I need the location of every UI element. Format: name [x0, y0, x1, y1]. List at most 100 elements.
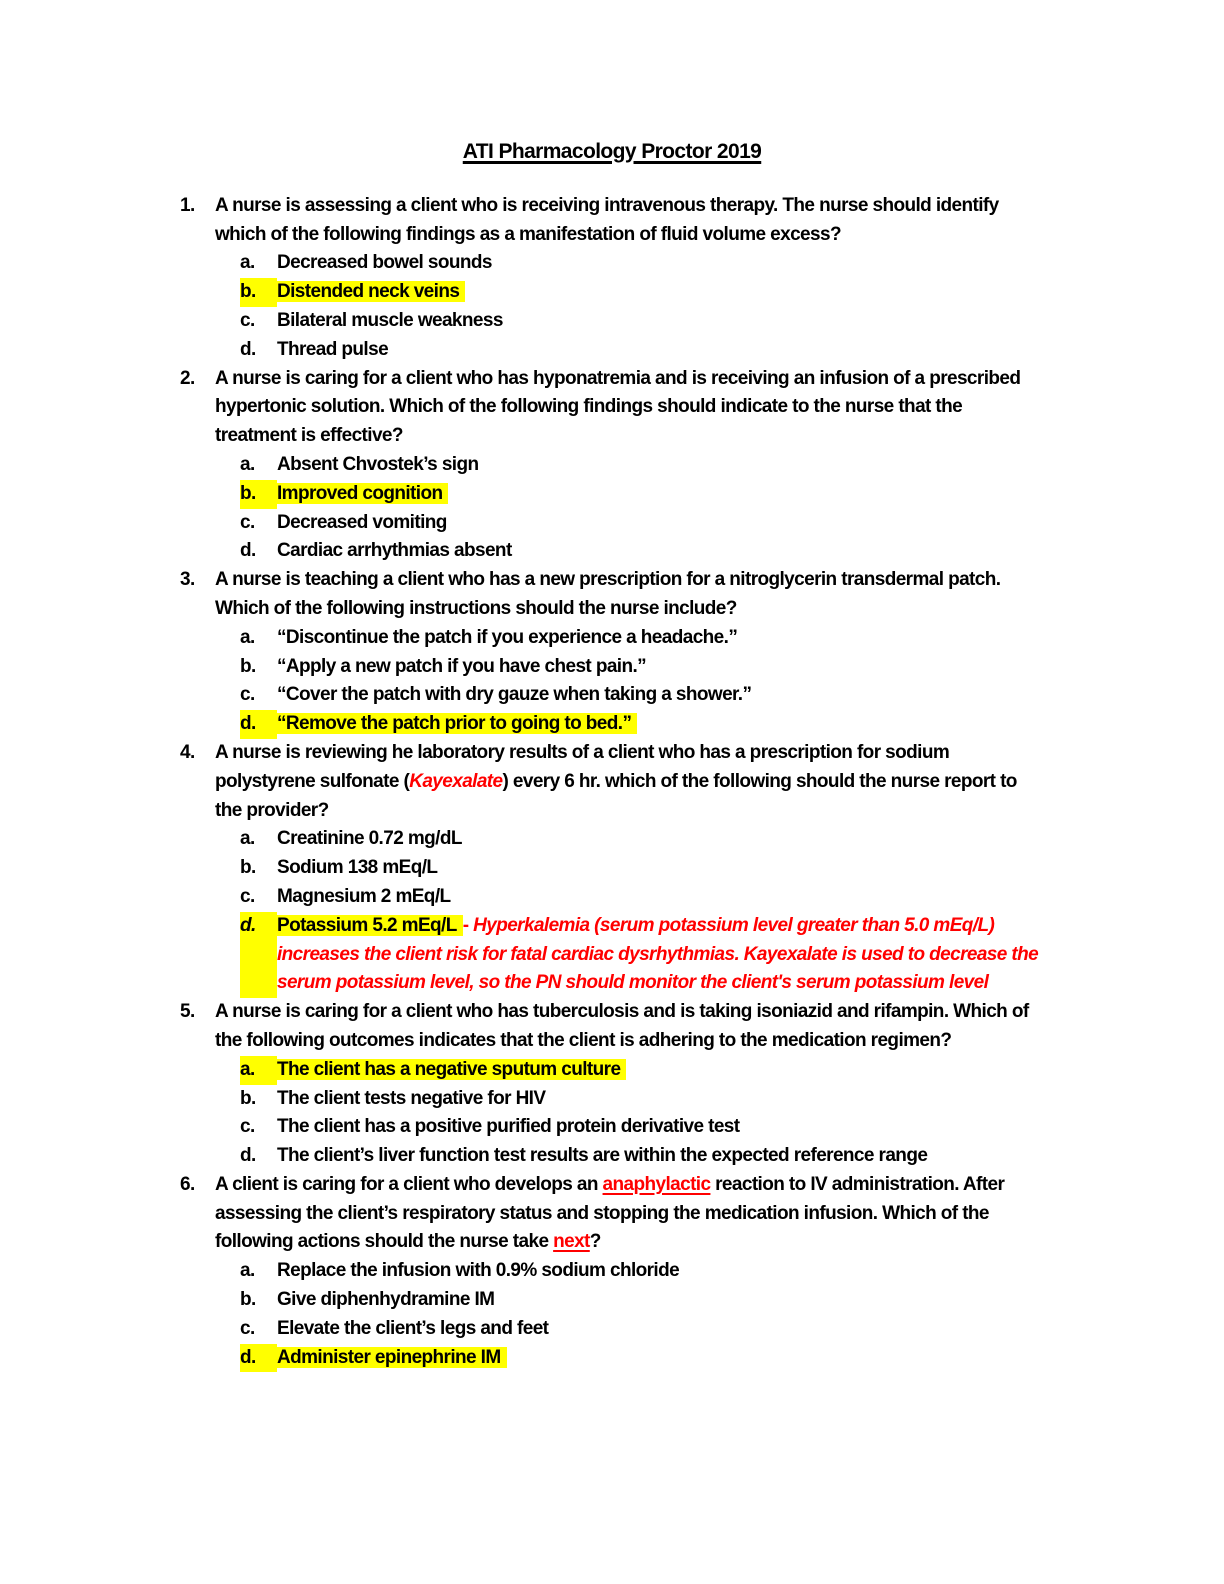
question-item: 6. A client is caring for a client who de…: [180, 1171, 1224, 1373]
text-segment: ) every 6 hr. which of the following sho…: [215, 770, 1017, 821]
text-segment: “Remove the patch prior to going to bed.…: [277, 713, 638, 735]
text-segment: A nurse is caring for a client who has t…: [215, 1001, 1029, 1051]
text-segment: Cardiac arrhythmias absent: [277, 540, 512, 562]
text-segment: Absent Chvostek’s sign: [277, 453, 479, 475]
option-item: c. Decreased vomiting: [240, 509, 1175, 538]
question-item: 1. A nurse is assessing a client who is r…: [180, 192, 1224, 365]
option-text: Cardiac arrhythmias absent: [277, 537, 512, 566]
question-item: 5. A nurse is caring for a client who has…: [180, 998, 1224, 1171]
question-number: 2.: [180, 367, 195, 389]
text-segment: next: [553, 1231, 590, 1253]
text-segment: “Discontinue the patch if you experience…: [277, 626, 738, 648]
text-segment: Kayexalate: [409, 770, 503, 792]
option-item: a. Absent Chvostek’s sign: [240, 451, 1175, 480]
questions-list: 1. A nurse is assessing a client who is r…: [0, 192, 1224, 1373]
text-segment: The client has a positive purified prote…: [277, 1116, 740, 1138]
option-letter: b.: [240, 278, 277, 307]
text-segment: Sodium 138 mEq/L: [277, 857, 438, 879]
option-letter: b.: [240, 857, 256, 879]
page-title: ATI Pharmacology Proctor 2019: [462, 140, 762, 163]
text-segment: The client’s liver function test results…: [277, 1145, 928, 1167]
question-body: A nurse is caring for a client who has t…: [215, 998, 1175, 1171]
option-item: a.The client has a negative sputum cultu…: [240, 1055, 1175, 1085]
question-number: 6.: [180, 1173, 195, 1195]
question-body: A nurse is caring for a client who has h…: [215, 365, 1175, 567]
option-item: d.Administer epinephrine IM: [240, 1343, 1175, 1373]
question-prompt: A nurse is caring for a client who has t…: [215, 998, 1175, 1056]
question-number: 5.: [180, 1001, 195, 1023]
question-prompt: A nurse is assessing a client who is rec…: [215, 192, 1175, 250]
option-text: Decreased bowel sounds: [277, 249, 492, 278]
option-item: d. Cardiac arrhythmias absent: [240, 537, 1175, 566]
option-letter: a.: [240, 453, 255, 475]
option-item: d.“Remove the patch prior to going to be…: [240, 710, 1175, 739]
option-text: The client has a negative sputum culture: [277, 1056, 627, 1085]
option-item: c.“Cover the patch with dry gauze when t…: [240, 681, 1175, 710]
text-segment: A nurse is caring for a client who has h…: [215, 367, 1021, 447]
question-prompt: A nurse is reviewing he laboratory resul…: [215, 739, 1175, 825]
option-text: Administer epinephrine IM: [277, 1344, 507, 1373]
text-segment: Decreased bowel sounds: [277, 252, 492, 274]
option-item: b. Give diphenhydramine IM: [240, 1286, 1175, 1315]
question-item: 3. A nurse is teaching a client who has a…: [180, 566, 1224, 739]
option-letter: b.: [240, 1289, 256, 1311]
question-body: A nurse is teaching a client who has a n…: [215, 566, 1175, 739]
question-number: 1.: [180, 194, 195, 216]
option-text: Magnesium 2 mEq/L: [277, 883, 451, 912]
question-body: A nurse is assessing a client who is rec…: [215, 192, 1175, 365]
text-segment: reaction to IV administration. After ass…: [215, 1173, 1005, 1253]
option-text: “Remove the patch prior to going to bed.…: [277, 710, 638, 739]
option-letter: a.: [240, 828, 255, 850]
option-letter: d.: [240, 1145, 256, 1167]
option-text: “Apply a new patch if you have chest pai…: [277, 653, 647, 682]
option-item: a. Replace the infusion with 0.9% sodium …: [240, 1257, 1175, 1286]
option-text: The client tests negative for HIV: [277, 1085, 546, 1114]
text-segment: Replace the infusion with 0.9% sodium ch…: [277, 1260, 680, 1282]
question-number: 3.: [180, 569, 195, 591]
option-text: Absent Chvostek’s sign: [277, 451, 479, 480]
option-letter: c.: [240, 511, 255, 533]
option-text: Creatinine 0.72 mg/dL: [277, 825, 462, 854]
option-item: c.The client has a positive purified pro…: [240, 1113, 1175, 1142]
option-item: d.Potassium 5.2 mEq/L- Hyperkalemia (ser…: [240, 911, 1175, 999]
option-text: Thread pulse: [277, 336, 389, 365]
text-segment: “Cover the patch with dry gauze when tak…: [277, 684, 752, 706]
option-item: b. The client tests negative for HIV: [240, 1085, 1175, 1114]
option-letter: a.: [240, 1260, 255, 1282]
option-letter: c.: [240, 1317, 255, 1339]
option-letter: c.: [240, 885, 255, 907]
text-segment: Potassium 5.2 mEq/L: [277, 914, 463, 936]
text-segment: Distended neck veins: [277, 281, 466, 303]
option-item: b.Improved cognition: [240, 479, 1175, 509]
option-item: d.Thread pulse: [240, 336, 1175, 365]
option-text: “Discontinue the patch if you experience…: [277, 624, 738, 653]
question-body: A nurse is reviewing he laboratory resul…: [215, 739, 1175, 999]
text-segment: Bilateral muscle weakness: [277, 309, 503, 331]
option-letter: a.: [240, 252, 255, 274]
text-segment: The client has a negative sputum culture: [277, 1058, 627, 1080]
option-text: Replace the infusion with 0.9% sodium ch…: [277, 1257, 680, 1286]
option-letter: b.: [240, 655, 256, 677]
option-letter: d.: [240, 540, 256, 562]
question-item: 4.A nurse is reviewing he laboratory res…: [180, 739, 1224, 999]
text-segment: “Apply a new patch if you have chest pai…: [277, 655, 647, 677]
question-prompt: A nurse is caring for a client who has h…: [215, 365, 1175, 451]
option-letter: d.: [240, 1343, 277, 1373]
option-item: a. Decreased bowel sounds: [240, 249, 1175, 278]
option-text: Decreased vomiting: [277, 509, 447, 538]
option-item: b. “Apply a new patch if you have chest p…: [240, 653, 1175, 682]
question-prompt: A nurse is teaching a client who has a n…: [215, 566, 1175, 624]
option-text: Sodium 138 mEq/L: [277, 854, 438, 883]
text-segment: Give diphenhydramine IM: [277, 1289, 495, 1311]
text-segment: Administer epinephrine IM: [277, 1346, 507, 1368]
option-text: Bilateral muscle weakness: [277, 307, 503, 336]
option-letter: b.: [240, 1087, 256, 1109]
question-prompt: A client is caring for a client who deve…: [215, 1171, 1175, 1257]
text-segment: Magnesium 2 mEq/L: [277, 885, 451, 907]
option-item: b. Sodium 138 mEq/L: [240, 854, 1175, 883]
text-segment: -: [462, 914, 474, 936]
option-text: The client has a positive purified prote…: [277, 1113, 740, 1142]
text-segment: A nurse is assessing a client who is rec…: [215, 194, 999, 245]
text-segment: ?: [589, 1231, 602, 1253]
